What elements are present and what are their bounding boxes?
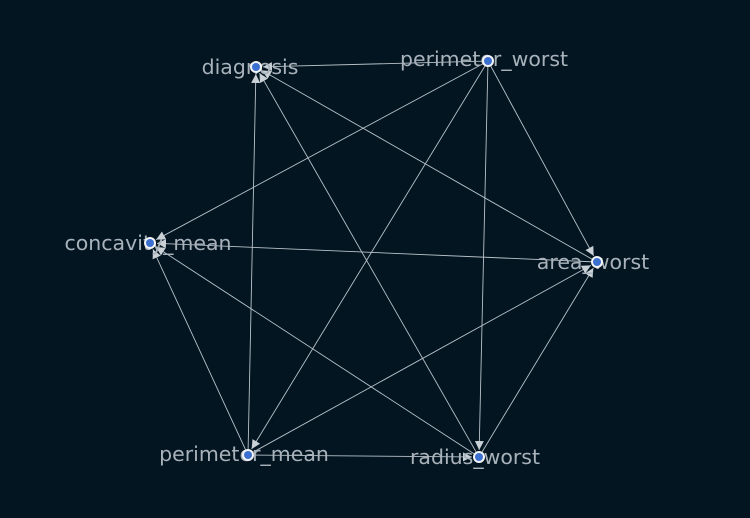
node-dot: [475, 453, 483, 461]
node-area_worst[interactable]: area_worst: [537, 250, 649, 275]
edge-perimeter_mean-to-radius_worst: [253, 452, 473, 462]
edge-layer: [152, 60, 595, 462]
edge-perimeter_worst-to-diagnosis: [262, 60, 483, 72]
node-perimeter_worst[interactable]: perimeter_worst: [400, 47, 568, 72]
edge-area_worst-to-diagnosis: [261, 70, 593, 260]
node-dot: [484, 57, 492, 65]
node-dot: [244, 451, 252, 459]
node-radius_worst[interactable]: radius_worst: [410, 445, 540, 470]
node-layer: diagnosis perimeter_worst concavity_meanar…: [64, 47, 649, 470]
edge-perimeter_worst-to-area_worst: [490, 66, 595, 257]
edge-radius_worst-to-area_worst: [481, 267, 594, 453]
node-dot: [146, 239, 154, 247]
edge-perimeter_worst-to-radius_worst: [474, 66, 489, 451]
node-concavity_mean[interactable]: concavity_mean: [64, 231, 231, 256]
edge-perimeter_worst-to-perimeter_mean: [251, 65, 486, 450]
edge-perimeter_mean-to-diagnosis: [247, 73, 261, 450]
edge-perimeter_worst-to-concavity_mean: [155, 63, 483, 241]
node-diagnosis[interactable]: diagnosis: [202, 55, 299, 79]
node-perimeter_mean[interactable]: perimeter_mean: [159, 442, 329, 467]
node-dot: [593, 258, 601, 266]
edge-radius_worst-to-diagnosis: [259, 72, 477, 453]
edge-perimeter_mean-to-area_worst: [253, 264, 592, 453]
edge-area_worst-to-concavity_mean: [156, 239, 592, 263]
edge-radius_worst-to-concavity_mean: [155, 246, 475, 455]
node-dot: [252, 63, 260, 71]
edge-perimeter_mean-to-concavity_mean: [152, 249, 246, 450]
